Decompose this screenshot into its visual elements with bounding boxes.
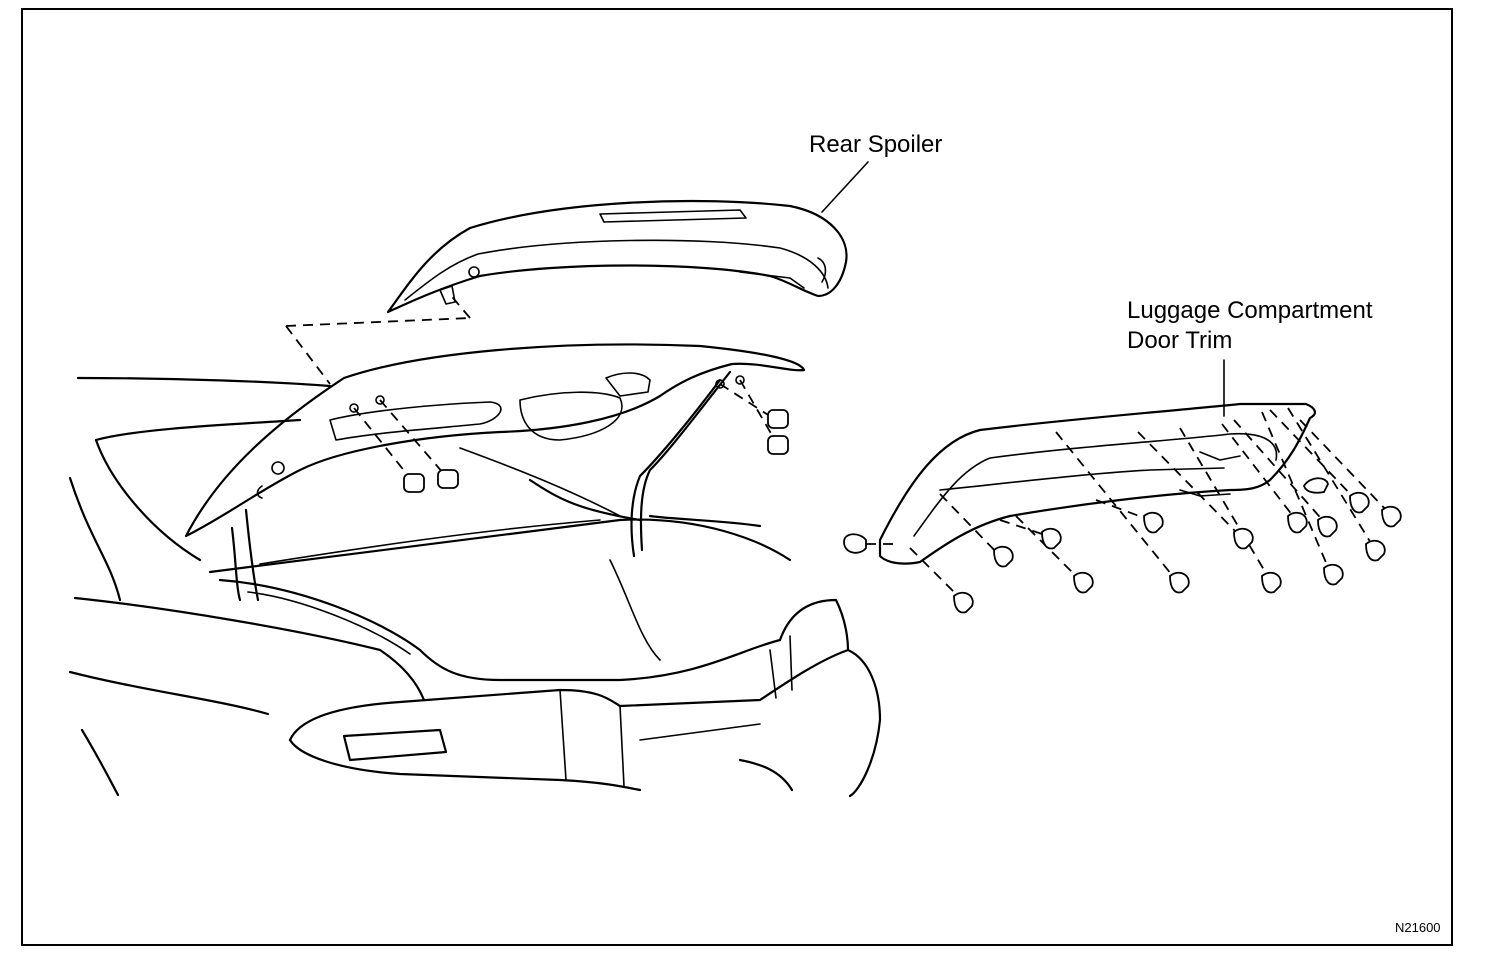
clip (1143, 511, 1164, 534)
door-trim-part (878, 402, 1316, 565)
clip (1381, 505, 1402, 528)
door-trim-clips (843, 407, 1402, 614)
vehicle-body (68, 343, 882, 798)
door-trim-label-line1: Luggage Compartment (1127, 297, 1373, 324)
clip (1169, 571, 1190, 594)
clip (1365, 539, 1386, 562)
rear-spoiler-label: Rear Spoiler (809, 131, 943, 158)
clip (993, 545, 1014, 568)
clip (1317, 515, 1338, 538)
nut (767, 435, 789, 455)
spoiler-alignment-lines (285, 291, 471, 385)
clip (953, 591, 974, 614)
nut (767, 409, 789, 429)
nut (437, 469, 459, 489)
clip (1349, 491, 1370, 514)
figure-reference-code: N21600 (1395, 920, 1441, 935)
clip (843, 533, 867, 554)
clip (1303, 477, 1329, 494)
clip (1041, 527, 1062, 550)
nut (403, 473, 425, 493)
clip (1073, 571, 1094, 594)
clip (1233, 527, 1254, 550)
clip (1287, 511, 1308, 534)
rear-spoiler-leader-line (821, 161, 869, 213)
door-trim-label-line2: Door Trim (1127, 327, 1233, 354)
clip (1261, 571, 1282, 594)
trunk-lid-nuts (256, 375, 789, 499)
diagram-frame (21, 8, 1453, 946)
rear-spoiler-part (386, 199, 848, 314)
clip (1323, 563, 1344, 586)
